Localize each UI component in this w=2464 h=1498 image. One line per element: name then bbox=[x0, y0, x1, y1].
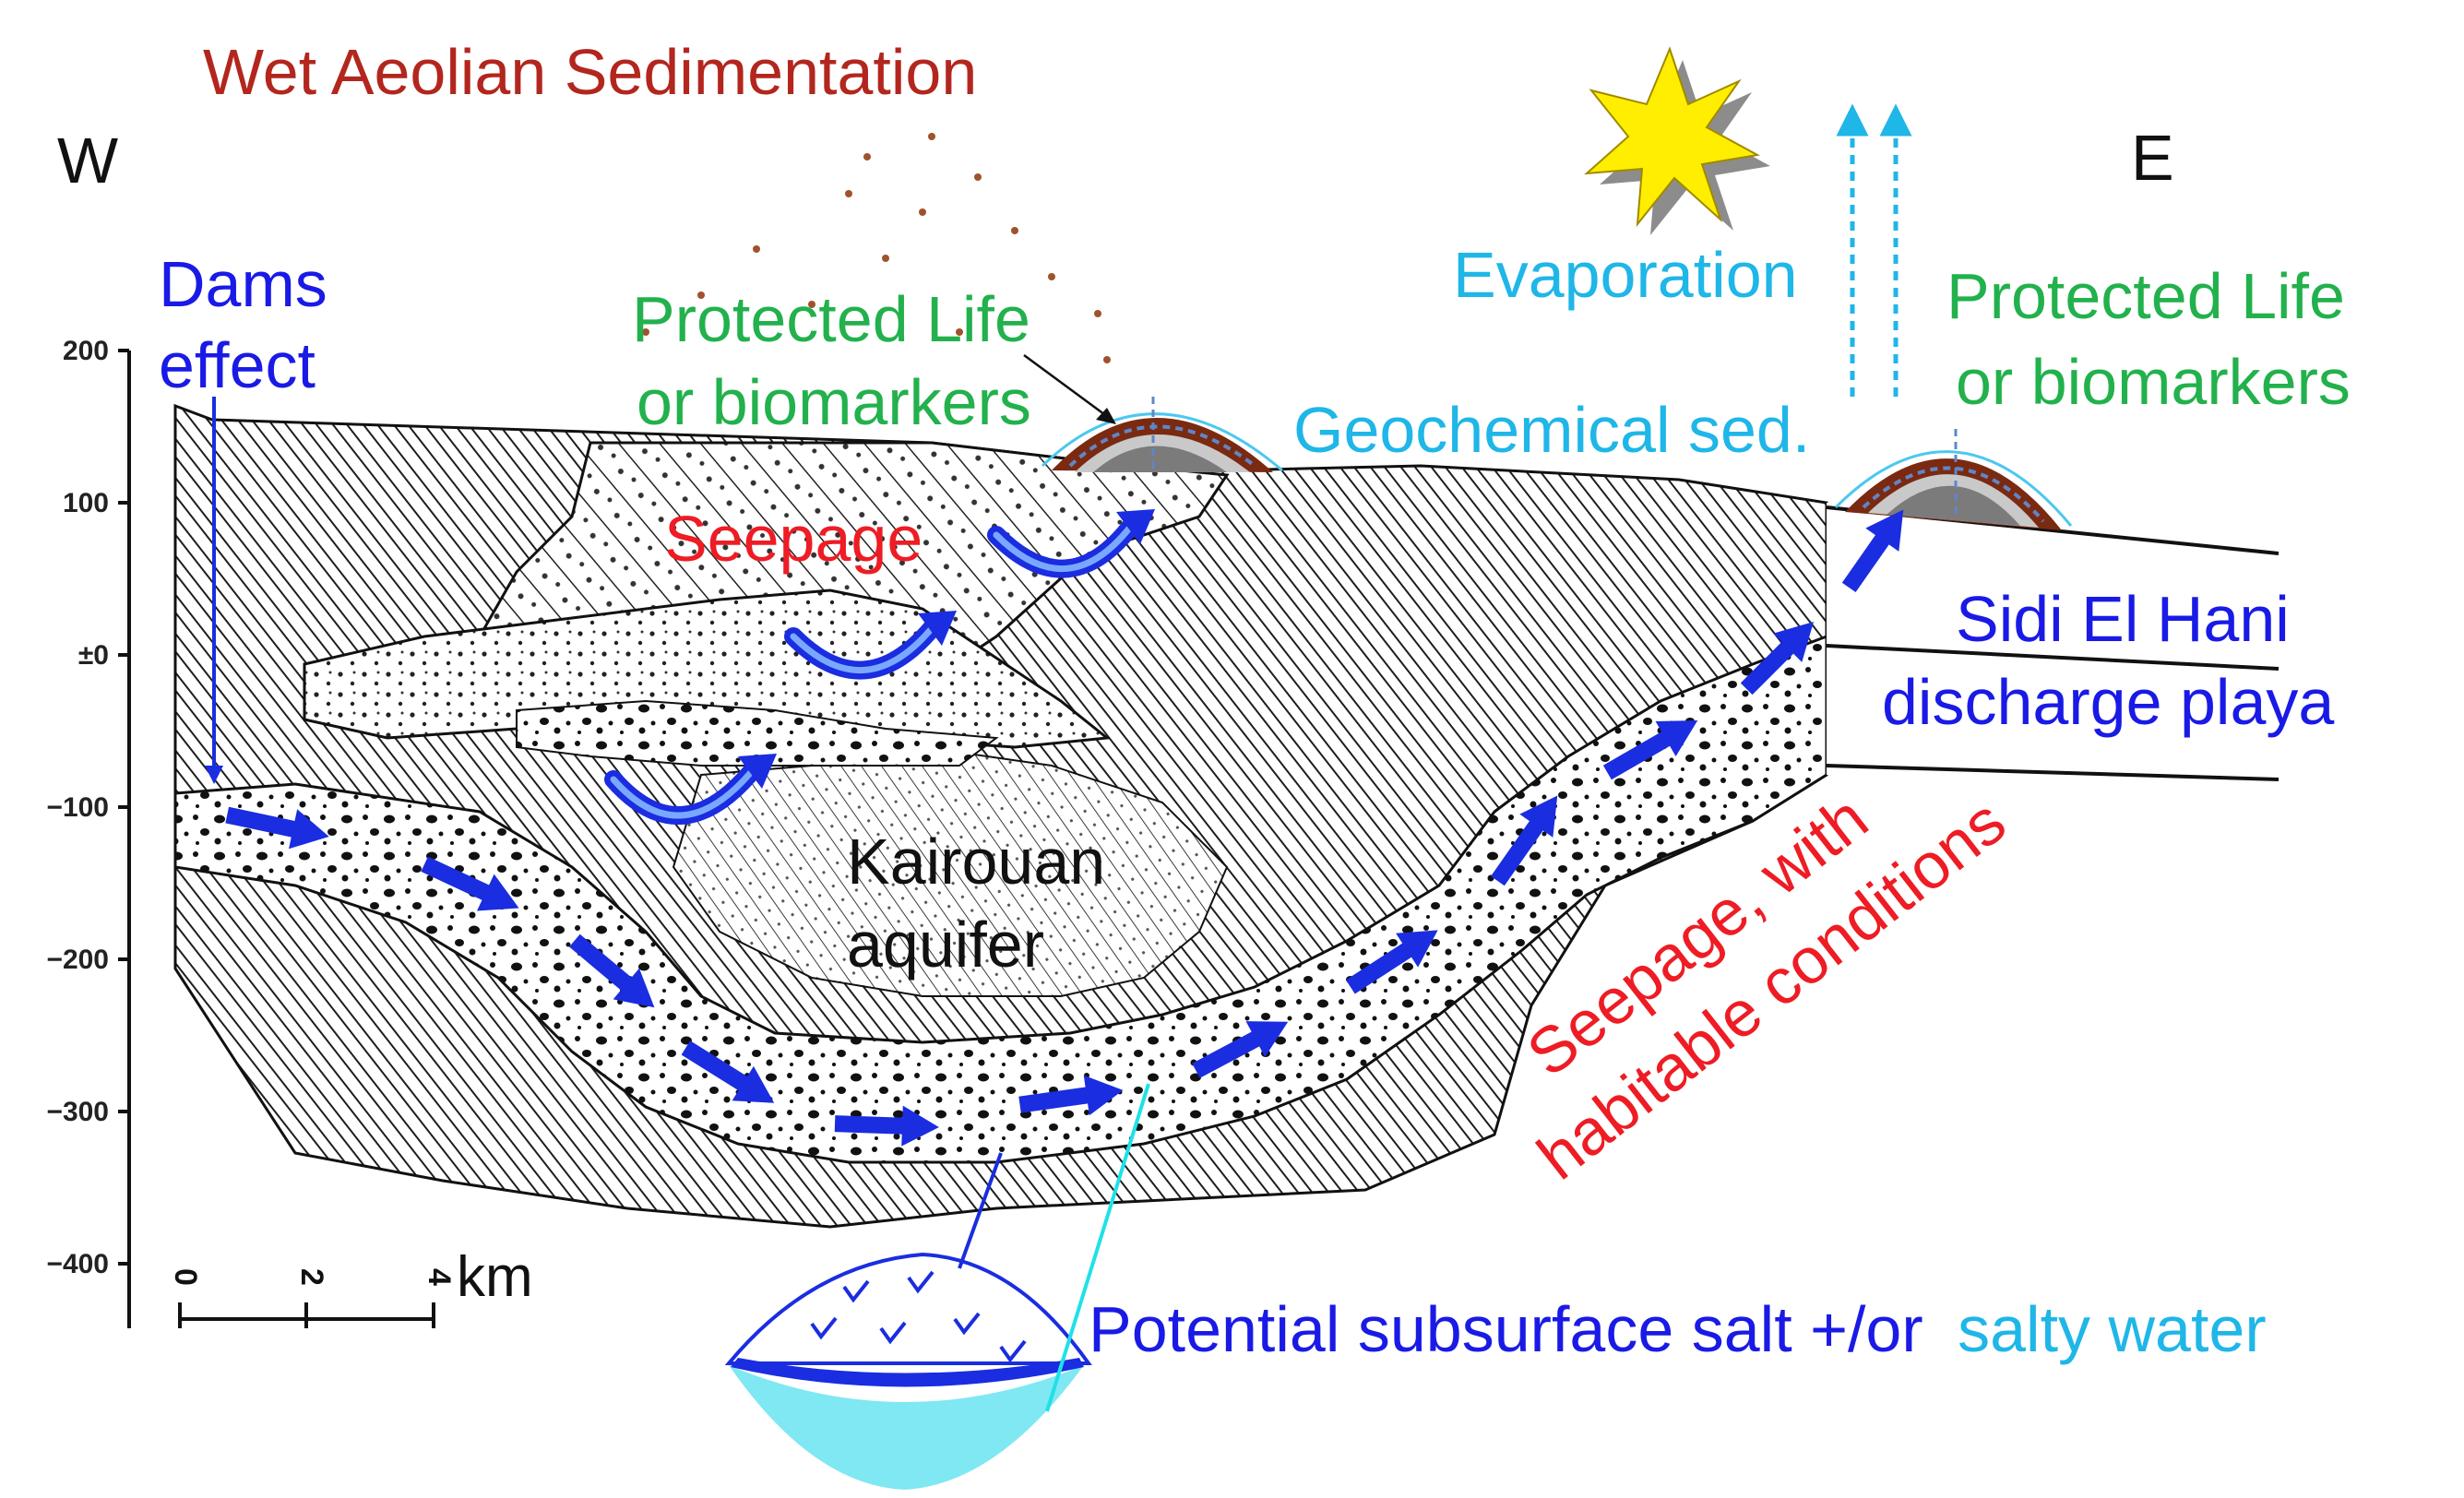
axis-tick-0: ±0 bbox=[78, 640, 109, 671]
scale-bar: 0 2 4 km bbox=[168, 1245, 533, 1328]
scale-unit: km bbox=[457, 1245, 533, 1309]
direction-east: E bbox=[2131, 122, 2174, 194]
seepage-label: Seepage bbox=[664, 503, 923, 575]
scale-tick-4: 4 bbox=[422, 1268, 457, 1286]
playa-area bbox=[1827, 503, 2279, 775]
playa-mid-line bbox=[1826, 644, 2279, 671]
mound-left bbox=[1041, 397, 1283, 472]
protected-life-right-2: or biomarkers bbox=[1956, 346, 2351, 418]
protected-life-left-1: Protected Life bbox=[632, 283, 1030, 355]
playa-label-1: Sidi El Hani bbox=[1956, 583, 2290, 655]
axis-tick-minus200: −200 bbox=[46, 945, 109, 975]
axis-tick-minus400: −400 bbox=[46, 1249, 109, 1279]
dotted-lens bbox=[303, 588, 1111, 749]
seepage-curl-arrows bbox=[604, 509, 1155, 826]
curl-arrow-1 bbox=[987, 509, 1155, 578]
biomarker-pointer bbox=[1023, 353, 1113, 422]
direction-west: W bbox=[57, 125, 118, 196]
biomarker-pointer-head bbox=[1096, 408, 1116, 424]
protected-life-right-1: Protected Life bbox=[1946, 260, 2345, 332]
salt-label: Potential subsurface salt +/or salty wat… bbox=[1089, 1293, 2267, 1365]
depth-axis: 200 100 ±0 −100 −200 −300 −400 bbox=[46, 336, 131, 1328]
scale-tick-0: 0 bbox=[168, 1268, 203, 1286]
aeolian-dust-particles bbox=[642, 133, 1111, 363]
salt-label-part1: Potential subsurface salt +/or bbox=[1089, 1293, 1923, 1365]
dams-effect-label-1: Dams bbox=[159, 248, 327, 320]
aquifer-label-2: aquifer bbox=[847, 909, 1044, 981]
diagram-title: Wet Aeolian Sedimentation bbox=[203, 36, 977, 108]
scale-tick-2: 2 bbox=[294, 1268, 329, 1286]
axis-tick-minus100: −100 bbox=[46, 792, 109, 823]
evaporation-arrows bbox=[1836, 103, 1912, 397]
axis-tick-200: 200 bbox=[63, 336, 109, 366]
gravel-upper-lens bbox=[516, 699, 999, 767]
geochemical-sed-label: Geochemical sed. bbox=[1293, 394, 1810, 466]
playa-label-2: discharge playa bbox=[1882, 666, 2334, 738]
salt-deposit-icon bbox=[724, 1252, 1092, 1490]
axis-tick-minus300: −300 bbox=[46, 1097, 109, 1127]
cross-section-strata bbox=[173, 403, 2279, 1229]
playa-base-line bbox=[1826, 764, 2279, 781]
salt-pointer-cyan bbox=[1045, 1083, 1150, 1412]
sun-icon bbox=[1584, 46, 1770, 235]
protected-life-left-2: or biomarkers bbox=[637, 366, 1031, 438]
dams-effect-label-2: effect bbox=[159, 329, 315, 401]
salt-pointer-blue bbox=[958, 1152, 1003, 1269]
groundwater-flow-arrows bbox=[225, 509, 1904, 1147]
axis-tick-100: 100 bbox=[63, 488, 109, 518]
salt-label-part2: salty water bbox=[1958, 1293, 2267, 1365]
curl-arrow-2 bbox=[784, 611, 957, 680]
curl-arrow-3 bbox=[604, 754, 777, 826]
evaporation-label: Evaporation bbox=[1453, 239, 1798, 311]
aquifer-label-1: Kairouan bbox=[847, 826, 1105, 898]
dams-effect-arrow bbox=[205, 397, 223, 784]
